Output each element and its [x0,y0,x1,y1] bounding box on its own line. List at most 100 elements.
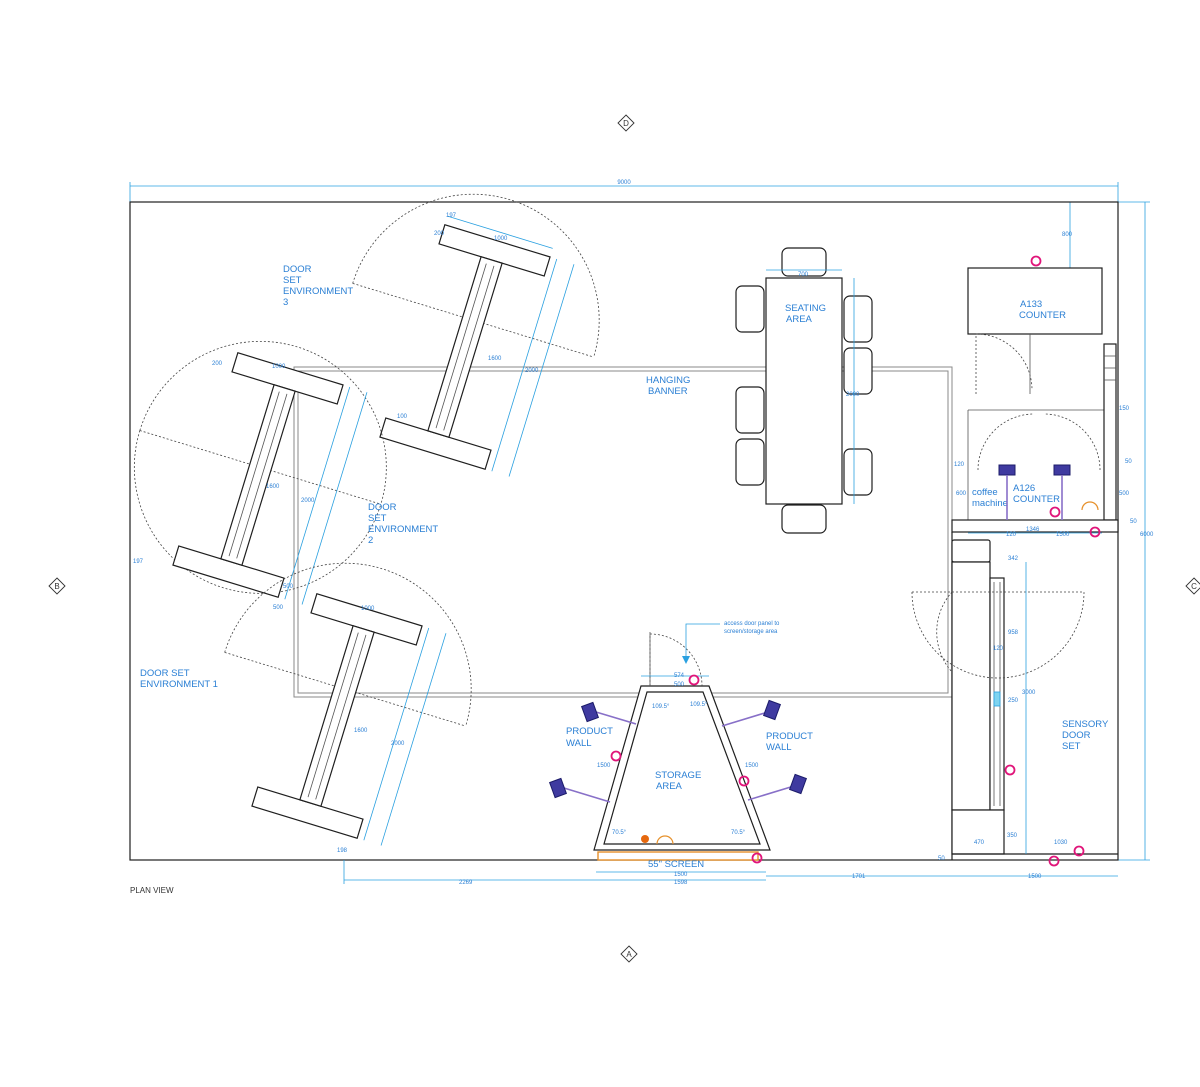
chair-right-2 [843,347,873,395]
product-lamp-1-icon [580,701,600,723]
a126-counter [951,519,1119,533]
grid-ref-right: C [1191,582,1197,591]
dim-door2-e: 197 [133,559,144,565]
grid-ref-bottom: A [626,950,632,959]
seating-area-label-1: SEATING [785,303,826,314]
product-wall-right-1: PRODUCT [766,731,813,742]
door-set-3-label: DOOR SET ENVIRONMENT 3 [283,264,353,308]
dim-sens-a: 342 [1008,556,1019,562]
chair-left-1 [735,285,765,333]
dim-counter-e: 50 [1125,459,1132,465]
grid-marker-bottom [620,945,638,963]
coffee-label-1: coffee [972,487,998,498]
dim-storage-top-a: 574 [674,673,685,679]
dim-sens-g: 470 [974,840,985,846]
dim-counter-a: 120 [1006,532,1017,538]
dim-door3-d: 1600 [488,356,502,362]
coffee-label-2: machine [972,498,1008,509]
chair-top [781,247,827,277]
access-note: access door panel to screen/storage area [682,621,780,664]
dim-door2-d: 2000 [301,498,315,504]
dim-bottom-right: 1701 [852,874,866,880]
door-set-2-line-1: DOOR [368,502,397,513]
dim-door1-d: 198 [337,848,348,854]
grid-marker-left [48,577,66,595]
dim-sens-h: 1030 [1054,840,1068,846]
dim-door2-c: 1600 [266,484,280,490]
grid-marker-top [617,114,635,132]
product-lamp-2-icon [548,777,568,799]
dim-sens-i: 50 [938,856,945,862]
product-wall-right-2: WALL [766,742,792,753]
dim-door2-g: 500 [273,605,284,611]
door-set-1-line-2: ENVIRONMENT 1 [140,679,218,690]
door-set-2-line-2: SET [368,513,387,524]
overall-dimensions: 9000 6000 800 [129,180,1154,861]
light-ring-4-icon [1004,764,1016,776]
chair-right-3 [843,448,873,496]
55-screen [597,851,759,861]
seating-area-label-2: AREA [786,314,813,325]
dim-angle-bot-l: 70.5° [612,830,627,836]
dim-counter-c: 600 [956,491,967,497]
light-ring-2-icon [1049,506,1061,518]
counter-lamp-right-icon [1053,464,1071,476]
storage-label-2: AREA [656,781,683,792]
sensory-label-3: SET [1062,741,1081,752]
chair-right-1 [843,295,873,343]
light-ring-9-icon [738,775,750,787]
a126-label-2: COUNTER [1013,494,1060,505]
light-ring-3-icon [1089,526,1101,538]
door-set-2-label: DOOR SET ENVIRONMENT 2 [368,502,438,546]
dim-sens-f: 350 [1007,833,1018,839]
dim-seating-w: 700 [798,272,809,278]
light-ring-8-icon [610,750,622,762]
screen-label: 55" SCREEN [648,859,704,870]
chair-left-2 [735,386,765,434]
door-set-environment-2 [133,341,387,605]
power-point-icon [641,835,649,843]
a133-label-2: COUNTER [1019,310,1066,321]
hanging-banner-label-2: BANNER [648,386,688,397]
chair-bottom [781,504,827,534]
dim-counter-b: 1500 [1056,532,1070,538]
dim-angle-top-l: 109.5° [652,704,670,710]
dim-door3-e: 2000 [525,368,539,374]
door-set-3-line-3: ENVIRONMENT [283,286,353,297]
dim-counter-h: 120 [954,462,965,468]
dim-door3-b: 200 [434,231,445,237]
grid-marker-right [1185,577,1200,595]
dim-door2-a: 200 [212,361,223,367]
sensory-door-set: 342 958 120 250 3000 350 470 1030 50 SEN… [911,539,1118,862]
bottom-dimensions: 2269 1500 1598 1701 1500 [343,860,1118,886]
product-lamp-4-icon [788,773,808,795]
door-set-environment-3 [352,193,600,477]
dim-door2-f: 500 [283,584,294,590]
a126-label-1: A126 [1013,483,1035,494]
dim-door1-a: 1000 [361,606,375,612]
dim-seating-l: 2000 [846,392,860,398]
plan-view-label: PLAN VIEW [130,886,174,895]
dim-bottom-left: 2269 [459,880,473,886]
dim-screen-a: 1500 [674,872,688,878]
dim-right-top: 800 [1062,232,1073,238]
dim-storage-side-r: 1500 [745,763,759,769]
light-ring-7-icon [688,674,700,686]
product-wall-left-1: PRODUCT [566,726,613,737]
seating-area: 700 2000 SEATING AREA [735,247,873,534]
dim-door1-b: 1600 [354,728,368,734]
dim-sens-c: 120 [993,646,1004,652]
counter-lamp-left-icon [998,464,1016,476]
door-set-3-line-4: 3 [283,297,288,308]
a133-label-1: A133 [1020,299,1042,310]
dim-overall-width: 9000 [617,180,631,186]
access-note-line-2: screen/storage area [724,629,778,635]
swing-symbol-icon [1081,501,1099,511]
dim-counter-f: 150 [1119,406,1130,412]
access-note-line-1: access door panel to [724,621,780,627]
door-set-environment-1 [224,562,472,846]
storage-swing-symbol-icon [656,835,674,845]
dim-door3-c: 1000 [494,236,508,242]
light-ring-10-icon [751,852,763,864]
